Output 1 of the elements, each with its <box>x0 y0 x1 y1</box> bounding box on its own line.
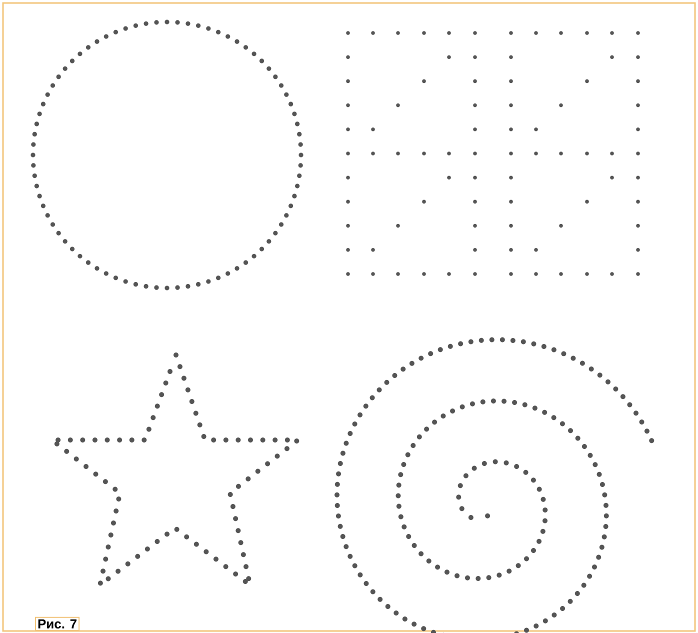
figure-caption: Рис. 7 <box>35 616 80 631</box>
